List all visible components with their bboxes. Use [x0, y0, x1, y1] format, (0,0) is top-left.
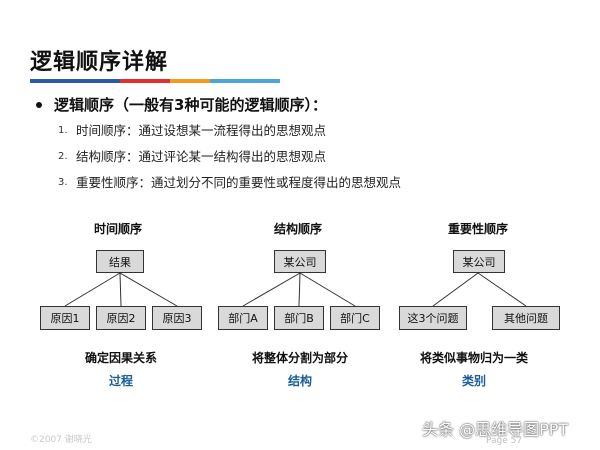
list-item: 1.时间顺序：通过设想某一流程得出的思想观点	[58, 123, 327, 138]
diagram-caption: 将类似事物归为一类	[419, 351, 529, 365]
tree-child: 部门A	[218, 306, 268, 330]
tree-root: 某公司	[274, 250, 326, 273]
tree-child: 部门B	[274, 306, 324, 330]
bullet-heading: 逻辑顺序（一般有3种可能的逻辑顺序）：	[36, 94, 327, 115]
tree-child: 原因3	[152, 306, 202, 330]
page-number: Page 57	[486, 436, 523, 446]
tree-child: 部门C	[330, 306, 380, 330]
page-title: 逻辑顺序详解	[30, 50, 169, 75]
watermark: 头条 @思维导图PPT	[422, 420, 569, 439]
copyright: ©2007 谢晓光	[30, 435, 92, 445]
bullet-dot-icon	[36, 101, 42, 108]
list-item: 2.结构顺序：通过评论某一结构得出的思想观点	[58, 149, 327, 164]
diagram-title: 时间顺序	[93, 222, 143, 236]
tree-root: 某公司	[453, 250, 505, 273]
diagram-caption: 将整体分割为部分	[251, 351, 349, 365]
diagram-title: 结构顺序	[273, 222, 323, 236]
diagram-caption: 确定因果关系	[84, 351, 158, 365]
list-item: 3.重要性顺序：通过划分不同的重要性或程度得出的思想观点	[58, 175, 402, 190]
bullet-text: 逻辑顺序（一般有3种可能的逻辑顺序）：	[54, 96, 327, 114]
tree-root: 结果	[96, 250, 144, 273]
title-underline	[30, 79, 280, 83]
diagram-category: 类别	[461, 374, 487, 388]
diagram-category: 过程	[108, 374, 134, 388]
tree-child: 原因1	[40, 306, 90, 330]
ordered-list: 1.时间顺序：通过设想某一流程得出的思想观点 2.结构顺序：通过评论某一结构得出…	[58, 118, 401, 196]
tree-child: 原因2	[96, 306, 146, 330]
diagram-category: 结构	[287, 374, 313, 388]
tree-child: 其他问题	[492, 306, 560, 330]
tree-child: 这3个问题	[399, 306, 467, 330]
diagram-title: 重要性顺序	[447, 222, 509, 236]
